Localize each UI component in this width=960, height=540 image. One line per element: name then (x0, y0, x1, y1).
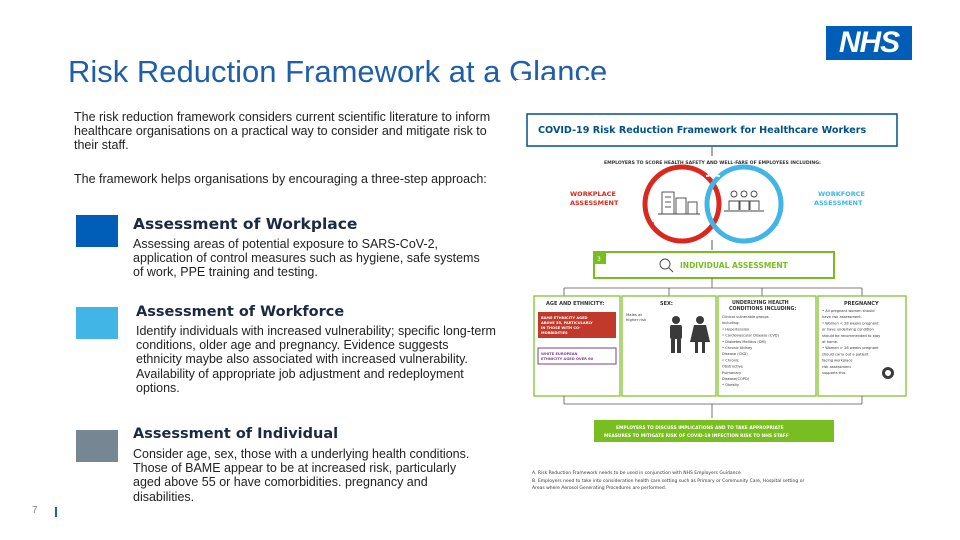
intro-paragraph-2: The framework helps organisations by enc… (74, 172, 487, 186)
health-list-item: Pulmonary (722, 371, 742, 375)
preg-list-item: • Women < 28 weeks pregnant (822, 321, 879, 325)
magnifier-icon (659, 258, 674, 273)
pregnant-figure-icon (882, 367, 894, 379)
health-conditions-list: Clinical vulnerable groups including: • H… (722, 315, 780, 387)
note-a: A. Risk Reduction Framework needs to be … (532, 470, 741, 476)
bame-line2: ABOVE 55, PARTICULARLY (541, 321, 593, 325)
male-risk-line1: Males at (626, 312, 643, 317)
preg-list-item: have risk assessment. (822, 315, 862, 319)
white-line1: WHITE EUROPEAN (541, 352, 578, 356)
preg-list-item: risk assessment (822, 365, 851, 369)
bame-line1: BAME ETHNICITY AGED (541, 316, 588, 320)
nhs-logo: NHS (826, 26, 912, 60)
employers-line: EMPLOYERS TO SCORE HEALTH SAFETY AND WEL… (604, 160, 821, 166)
individual-text: Consider age, sex, those with a underlyi… (133, 447, 470, 504)
step-3-number: 3 (597, 256, 601, 263)
individual-assessment-label: INDIVIDUAL ASSESSMENT (680, 261, 789, 270)
bame-line4: MORBIDITIES (541, 331, 568, 335)
circle-overlap-mark (705, 174, 721, 177)
workforce-circle (704, 164, 784, 244)
note-b: B. Employers need to take into considera… (532, 478, 804, 484)
male-risk-line2: higher risk (626, 317, 647, 322)
age-ethnicity-box (533, 295, 621, 397)
risk-framework-infographic: COVID-19 Risk Reduction Framework for He… (516, 80, 912, 516)
health-list-item: including: (722, 321, 740, 325)
note-c: Areas where Aerosol Generating Procedure… (532, 485, 666, 491)
health-conditions-box (717, 295, 817, 397)
bame-box (538, 312, 616, 338)
health-heading-line1: UNDERLYING HEALTH (732, 300, 789, 306)
step-2-number: 2 (776, 222, 779, 228)
infographic-title: COVID-19 Risk Reduction Framework for He… (538, 125, 867, 136)
preg-list-item: supports this. (822, 371, 847, 375)
white-european-box (537, 347, 617, 365)
health-list-item: • Diabetes Mellitus (DM) (722, 340, 767, 344)
preg-list-item: at home. (822, 340, 838, 344)
discuss-bar (594, 420, 834, 442)
workplace-label-line1: WORKPLACE (570, 190, 616, 198)
individual-color-block (76, 430, 118, 462)
people-group-icon (724, 190, 764, 212)
age-ethnicity-heading: AGE AND ETHNICITY: (546, 301, 604, 307)
intro-paragraph-1: The risk reduction framework considers c… (74, 110, 491, 152)
pregnancy-heading: PREGNANCY (844, 301, 879, 307)
sex-heading: SEX: (660, 301, 673, 307)
infographic-title-box (526, 113, 898, 147)
health-list-item: • Chronic (722, 358, 739, 362)
health-heading-line2: CONDITIONS INCLUDING: (729, 306, 796, 312)
workforce-color-block (76, 307, 118, 339)
health-list-item: • Chronic Kidney (722, 346, 753, 350)
health-list-item: Disease (CKD) (722, 352, 748, 356)
building-icon (658, 191, 700, 215)
health-list-item: • Cardiovascular Disease (CVD) (722, 334, 780, 338)
workplace-color-block (76, 215, 118, 247)
individual-assessment-box (593, 251, 835, 279)
step-1-number: 1 (652, 222, 655, 228)
preg-list-item: • All pregnant women should (822, 309, 875, 313)
preg-list-item: should be recommended to stay (822, 334, 881, 338)
male-figure-icon (670, 316, 682, 353)
preg-list-item: • Women > 28 weeks pregnant (822, 346, 879, 350)
workforce-heading: Assessment of Workforce (136, 304, 345, 320)
discuss-line2: MEASURES TO MITIGATE RISK OF COVID-19 IN… (604, 433, 789, 439)
pregnancy-list: • All pregnant women should have risk as… (822, 309, 881, 375)
workplace-label-line2: ASSESSMENT (570, 199, 619, 207)
preg-list-item: facing workplace (822, 359, 853, 363)
page-number-divider (55, 507, 57, 517)
preg-list-item: should carry out a patient (822, 352, 869, 356)
health-list-item: Obstructive (722, 365, 744, 369)
workplace-text: Assessing areas of potential exposure to… (133, 237, 480, 280)
workplace-circle (642, 164, 722, 244)
health-list-item: Clinical vulnerable groups (722, 315, 769, 319)
white-line2: ETHNICITY AGED OVER 60 (541, 357, 594, 361)
workplace-heading: Assessment of Workplace (133, 215, 358, 233)
health-list-item: Disease(COPD) (722, 377, 750, 381)
step-3-badge (594, 252, 606, 264)
health-list-item: • Hypertension (722, 327, 749, 331)
health-list-item: • Obesity (722, 383, 740, 387)
female-figure-icon (690, 316, 710, 353)
infographic-svg: COVID-19 Risk Reduction Framework for He… (526, 113, 907, 491)
bame-line3: IN THOSE WITH CO- (541, 326, 581, 330)
discuss-line1: EMPLOYERS TO DISCUSS IMPLICATIONS AND TO… (616, 425, 784, 431)
workforce-text: Identify individuals with increased vuln… (136, 324, 496, 395)
sex-box (621, 295, 717, 397)
workforce-label-line1: WORKFORCE (818, 190, 865, 198)
preg-list-item: or have underlying condition (822, 328, 874, 332)
workforce-label-line2: ASSESSMENT (814, 199, 863, 207)
page-number: 7 (32, 505, 38, 516)
individual-heading: Assessment of Individual (133, 426, 339, 442)
